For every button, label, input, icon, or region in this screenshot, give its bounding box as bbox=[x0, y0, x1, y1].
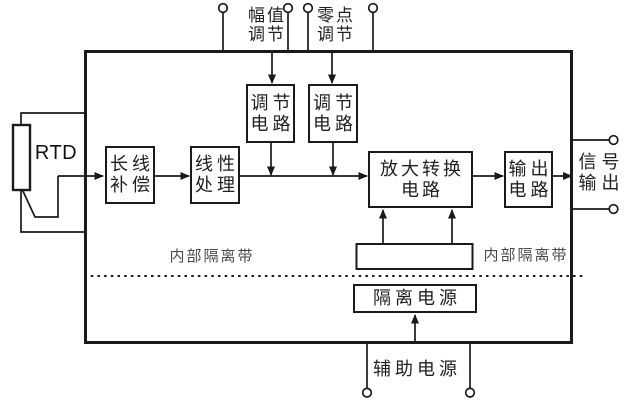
aux-terminal-1 bbox=[361, 387, 373, 398]
isolation-band-label-right: 内部隔离带 bbox=[473, 248, 577, 264]
block-adjust-circuit-2-line2: 电路 bbox=[313, 113, 357, 134]
block-long-line-compensation: 长线 补偿 bbox=[105, 146, 155, 204]
zero-terminal-2 bbox=[367, 2, 379, 14]
isolation-band-label-left: 内部隔离带 bbox=[159, 249, 263, 265]
isolation-band-left-text: 内部隔离带 bbox=[169, 249, 255, 265]
rtd-wire-middle bbox=[21, 176, 59, 218]
block-isolated-power-label: 隔离电源 bbox=[373, 288, 461, 308]
block-output-circuit-line1: 输出 bbox=[508, 158, 553, 179]
rtd-wire-top bbox=[20, 112, 85, 125]
block-adjust-circuit-2-line1: 调节 bbox=[313, 92, 357, 113]
signal-output-label: 信号 输出 bbox=[574, 152, 624, 194]
block-adjust-circuit-1: 调节 电路 bbox=[246, 84, 295, 143]
aux-power-label: 辅助电源 bbox=[363, 359, 467, 379]
amplitude-adjust-line1: 幅值 bbox=[248, 6, 286, 25]
rtd-label-text: RTD bbox=[34, 142, 78, 164]
block-isolated-power: 隔离电源 bbox=[353, 284, 477, 313]
amp-terminal-2 bbox=[282, 2, 294, 14]
block-linear-processing-line1: 线性 bbox=[195, 154, 239, 174]
isolation-coupler-box bbox=[355, 243, 474, 270]
module-border bbox=[84, 50, 573, 344]
block-linear-processing-line2: 处理 bbox=[195, 175, 239, 195]
isolation-band-right-text: 内部隔离带 bbox=[483, 248, 569, 264]
aux-power-text: 辅助电源 bbox=[373, 359, 461, 379]
signal-output-line2: 输出 bbox=[578, 173, 625, 193]
amp-terminal-1 bbox=[217, 2, 229, 14]
block-linear-processing: 线性 处理 bbox=[190, 146, 240, 204]
signal-output-line1: 信号 bbox=[578, 152, 625, 172]
rtd-resistor-symbol bbox=[11, 123, 32, 192]
block-amplify-convert-line1: 放大转换 bbox=[380, 158, 464, 179]
block-adjust-circuit-2: 调节 电路 bbox=[308, 84, 358, 143]
block-output-circuit-line2: 电路 bbox=[508, 179, 553, 200]
rtd-label: RTD bbox=[33, 142, 79, 164]
signal-output-terminal-1 bbox=[608, 134, 619, 146]
block-long-line-compensation-line2: 补偿 bbox=[110, 175, 154, 195]
zero-adjust-label: 零点 调节 bbox=[303, 6, 367, 44]
amplitude-adjust-label: 幅值 调节 bbox=[234, 6, 298, 44]
zero-adjust-line2: 调节 bbox=[317, 25, 355, 44]
zero-adjust-line1: 零点 bbox=[317, 6, 355, 25]
zero-terminal-1 bbox=[302, 2, 314, 14]
amplitude-adjust-line2: 调节 bbox=[248, 25, 286, 44]
rtd-wire-bottom bbox=[20, 189, 85, 233]
aux-terminal-2 bbox=[464, 387, 476, 398]
block-adjust-circuit-1-line2: 电路 bbox=[250, 113, 295, 134]
block-amplify-convert: 放大转换 电路 bbox=[368, 151, 473, 208]
signal-output-terminal-2 bbox=[608, 203, 619, 215]
block-output-circuit: 输出 电路 bbox=[504, 151, 553, 208]
block-amplify-convert-line2: 电路 bbox=[401, 179, 443, 200]
block-adjust-circuit-1-line1: 调节 bbox=[250, 92, 295, 113]
block-long-line-compensation-line1: 长线 bbox=[110, 154, 154, 174]
